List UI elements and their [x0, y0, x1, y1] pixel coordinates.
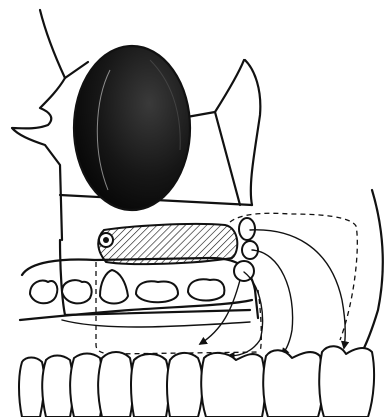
arrow — [252, 250, 293, 355]
developing-canine-crown — [98, 224, 237, 264]
permanent-tooth — [263, 350, 323, 417]
permanent-teeth-row — [19, 346, 374, 417]
primary-tooth — [100, 270, 128, 304]
permanent-tooth — [42, 356, 73, 417]
primary-tooth — [62, 280, 92, 303]
tooth-bud — [234, 261, 254, 281]
jaw-edge — [360, 190, 383, 356]
permanent-tooth — [19, 358, 44, 417]
permanent-tooth — [319, 346, 374, 417]
tooth-bud — [239, 218, 255, 240]
primary-tooth — [136, 281, 178, 302]
primary-tooth — [30, 281, 57, 304]
primary-tooth — [188, 279, 224, 300]
permanent-tooth — [167, 353, 203, 417]
permanent-tooth — [131, 354, 169, 417]
permanent-tooth — [98, 352, 133, 417]
primary-teeth-row — [30, 270, 224, 304]
orbit — [74, 46, 190, 210]
permanent-tooth — [201, 353, 265, 417]
arrow — [250, 230, 345, 348]
